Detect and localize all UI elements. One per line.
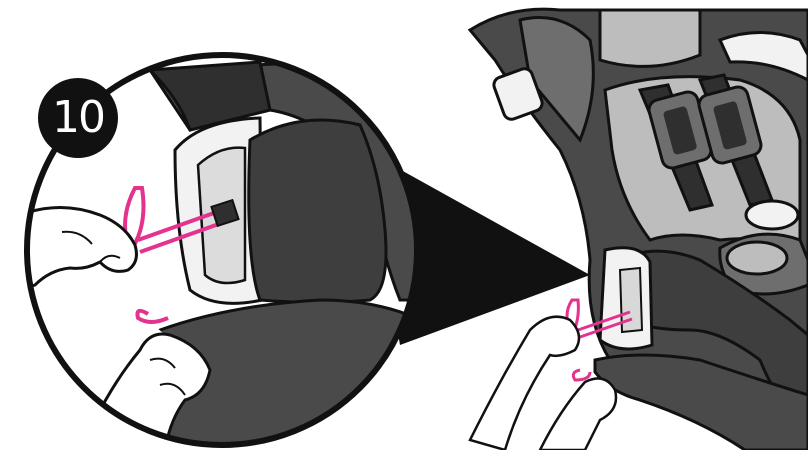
step-number-badge: 10 (38, 78, 118, 158)
small-hand-lower (540, 378, 616, 450)
zoom-crotch-pad (249, 120, 386, 303)
step-number-text: 10 (52, 96, 104, 140)
buckle-tongue (746, 201, 798, 229)
car-seat-illustration (470, 9, 808, 450)
headrest (600, 10, 700, 66)
chest-clip (647, 85, 763, 171)
